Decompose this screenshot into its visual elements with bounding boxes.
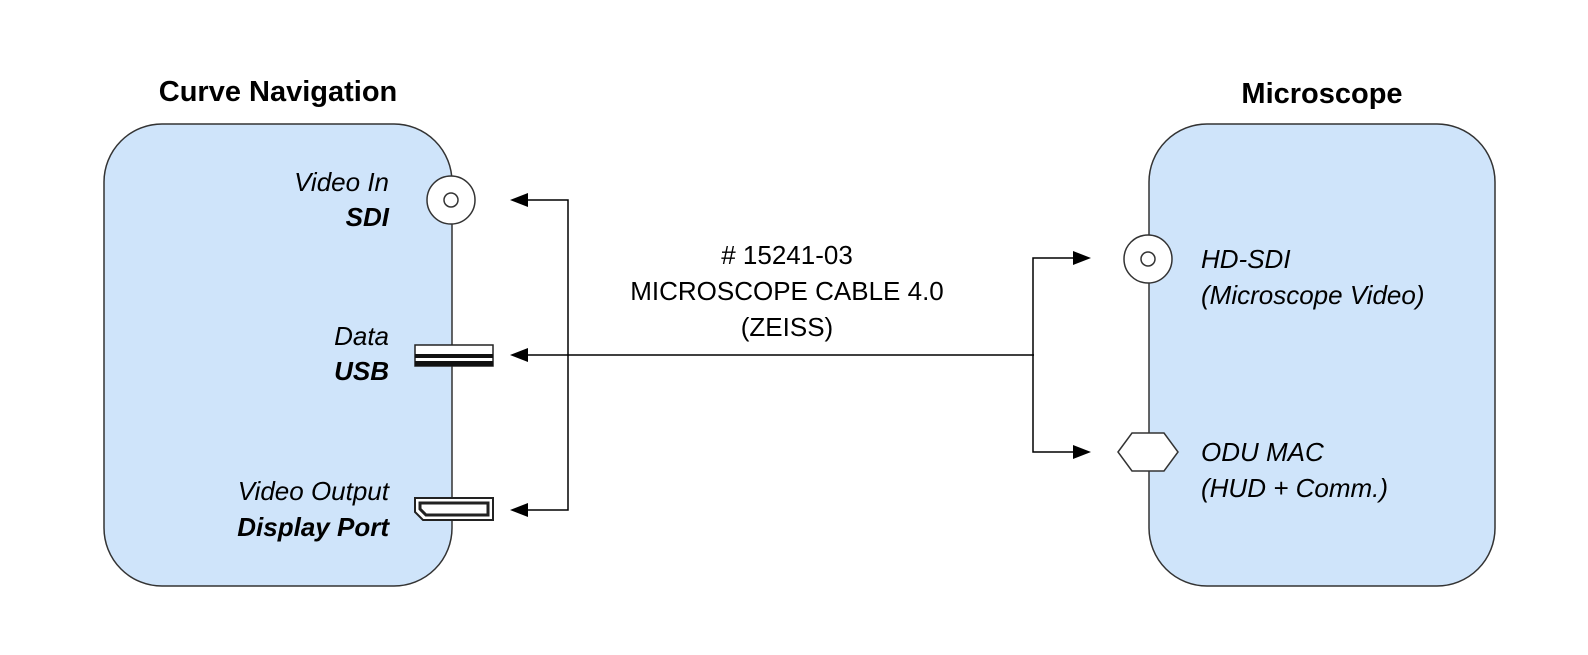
main-cable-line [510, 348, 1034, 362]
right-device-title: Microscope [1241, 78, 1402, 110]
cable-brand: (ZEISS) [741, 312, 833, 342]
right-port-1-desc: (Microscope Video) [1201, 280, 1425, 310]
cable-name: MICROSCOPE CABLE 4.0 [630, 276, 944, 306]
right-port-2-label: ODU MAC [1201, 437, 1324, 467]
right-device-box [1148, 123, 1496, 587]
left-port-3-type: Display Port [237, 512, 390, 542]
odu-connector-icon [1117, 432, 1179, 472]
usb-connector-icon [414, 344, 494, 367]
left-port-2-type: USB [334, 356, 389, 386]
cable-part-number: # 15241-03 [721, 240, 853, 270]
bnc-connector-icon [426, 175, 476, 225]
bnc-connector-icon [1123, 234, 1173, 284]
right-port-1-label: HD-SDI [1201, 244, 1291, 274]
left-port-2-label: Data [334, 321, 389, 351]
left-port-1-type: SDI [346, 202, 390, 232]
left-device-title: Curve Navigation [159, 76, 398, 108]
right-cable-branch [1032, 251, 1091, 459]
left-port-3-label: Video Output [238, 476, 391, 506]
left-port-1-label: Video In [294, 167, 389, 197]
displayport-connector-icon [414, 497, 494, 521]
right-port-2-desc: (HUD + Comm.) [1201, 473, 1388, 503]
